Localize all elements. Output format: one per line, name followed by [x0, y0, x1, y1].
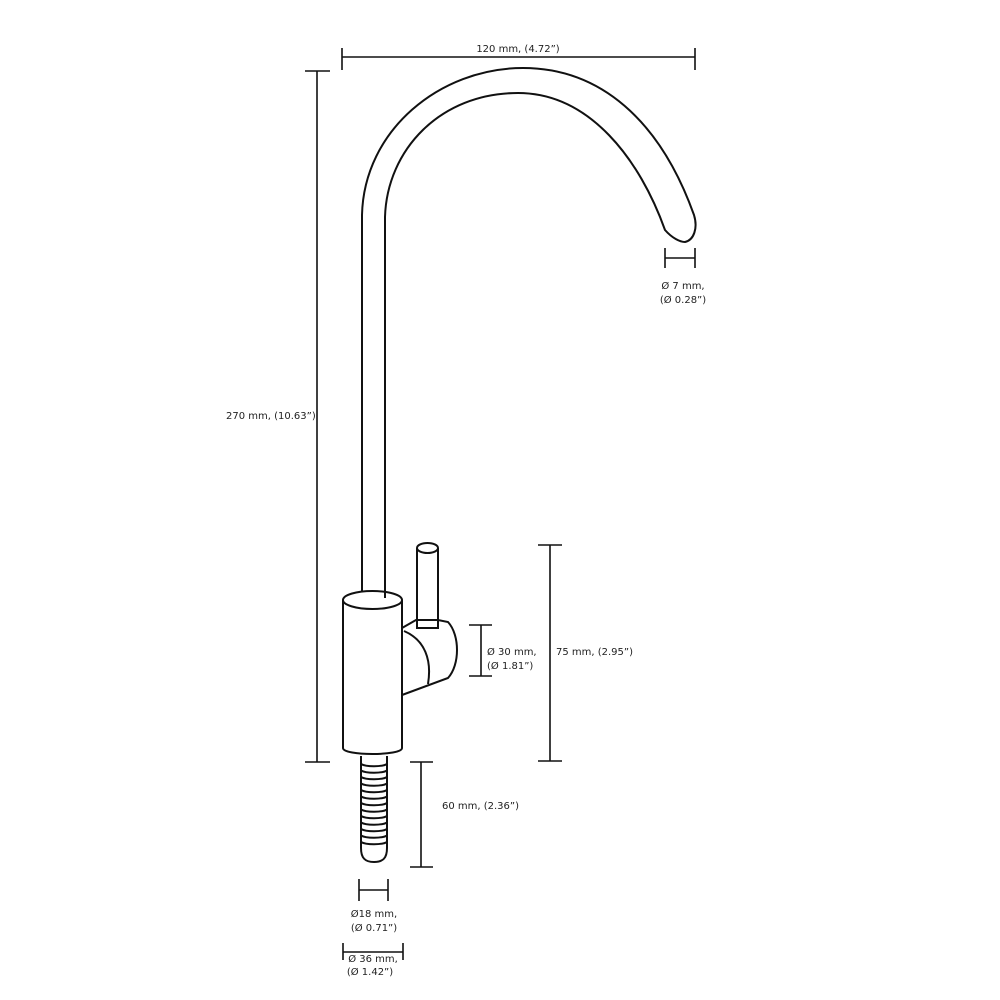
svg-text:75 mm, (2.95”): 75 mm, (2.95”) [556, 647, 633, 658]
thread-ridge [360, 789, 388, 794]
thread-ridge [360, 808, 388, 813]
thread-ridge [360, 834, 388, 839]
svg-text:(Ø 0.28”): (Ø 0.28”) [660, 294, 706, 306]
dimension-knob-diameter: Ø 30 mm, (Ø 1.81”) [469, 624, 537, 677]
dimension-spout-diameter: Ø 7 mm, (Ø 0.28”) [660, 248, 706, 306]
dimension-thread-length: 60 mm, (2.36”) [410, 761, 519, 868]
svg-text:Ø 7 mm,: Ø 7 mm, [661, 280, 704, 292]
dimension-height: 270 mm, (10.63”) [226, 70, 330, 763]
svg-text:Ø 36 mm,: Ø 36 mm, [348, 953, 398, 965]
thread-ridge [360, 795, 388, 800]
thread-ridge [360, 776, 388, 781]
lever-handle [416, 542, 439, 629]
thread-ridge [360, 802, 388, 807]
spout [361, 66, 697, 598]
svg-text:(Ø 1.81”): (Ø 1.81”) [487, 660, 533, 672]
faucet-body [342, 590, 403, 755]
thread-ridge [360, 769, 388, 774]
svg-text:270 mm, (10.63”): 270 mm, (10.63”) [226, 411, 316, 422]
threaded-shank [360, 756, 388, 864]
svg-text:60 mm, (2.36”): 60 mm, (2.36”) [442, 801, 519, 812]
svg-text:120 mm, (4.72”): 120 mm, (4.72”) [476, 44, 559, 55]
thread-ridge [360, 841, 388, 846]
thread-ridge [360, 815, 388, 820]
svg-text:(Ø 1.42”): (Ø 1.42”) [347, 966, 393, 978]
svg-text:Ø18 mm,: Ø18 mm, [351, 908, 397, 920]
dimension-base-diameter: Ø 36 mm, (Ø 1.42”) [342, 943, 404, 978]
thread-ridge [360, 782, 388, 787]
svg-text:Ø 30 mm,: Ø 30 mm, [487, 646, 537, 658]
thread-ridge [360, 828, 388, 833]
dimension-thread-diameter: Ø18 mm, (Ø 0.71”) [351, 879, 397, 934]
svg-text:(Ø 0.71”): (Ø 0.71”) [351, 922, 397, 934]
dimension-body-height: 75 mm, (2.95”) [538, 544, 633, 762]
thread-ridge [360, 763, 388, 768]
dimension-width: 120 mm, (4.72”) [341, 44, 696, 70]
thread-ridge [360, 821, 388, 826]
valve-knob [401, 619, 458, 696]
